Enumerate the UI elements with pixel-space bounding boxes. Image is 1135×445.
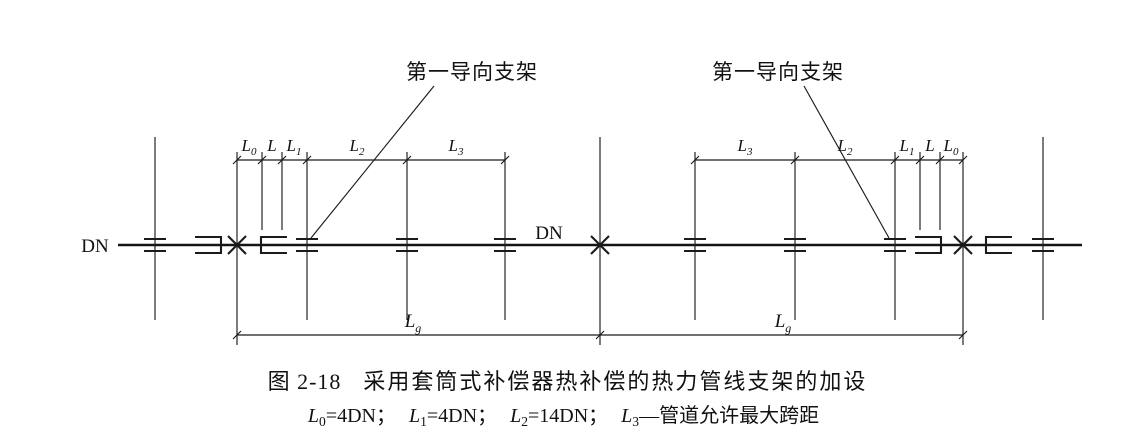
figure-caption: 图 2-18 采用套筒式补偿器热补偿的热力管线支架的加设 [0,364,1135,396]
formula-subscript: 3 [632,413,640,429]
formula-base: L [307,405,320,427]
dim-label-l1-right: L1 [899,136,915,158]
formula-subscript: 0 [319,413,326,429]
dim-label-l-left: L [266,136,276,155]
dim-label-l2-right: L2 [837,136,853,158]
dim-label-l-right: L [924,136,934,155]
formula-term-l2: L2=14DN； [510,405,609,429]
callout-leaders [310,85,890,239]
callout-first-guide-support-left: 第一导向支架 [406,60,538,84]
dim-label-l2-left: L2 [349,136,365,158]
leader-line-left [310,85,435,239]
dn-label-left: DN [81,236,109,257]
dim-label-lg-right: Lg [774,311,792,335]
formula-base: L [621,405,633,427]
formula-value: =4DN； [426,405,498,427]
figure-title: 采用套筒式补偿器热补偿的热力管线支架的加设 [363,369,868,394]
formula-term-l0: L0=4DN； [307,405,396,429]
callout-first-guide-support-right: 第一导向支架 [712,60,844,84]
formula-base: L [408,405,421,427]
leader-line-right [803,85,890,239]
figure-number: 图 2-18 [267,369,342,394]
formula-term-l1: L1=4DN； [408,405,498,429]
formula-base: L [510,405,522,427]
formula-value: =4DN； [325,405,396,427]
figure-formula: L0=4DN； L1=4DN； L2=14DN； L3—管道允许最大跨距 [0,399,1135,430]
formula-value: =14DN； [528,405,609,427]
dim-label-l1-left: L1 [286,136,302,158]
formula-term-l3: L3—管道允许最大跨距 [621,405,820,429]
dim-label-l3-right: L3 [737,136,753,158]
dim-label-l3-left: L3 [448,136,464,158]
dim-label-l0-right: L0 [943,136,959,158]
formula-subscript: 1 [420,413,427,429]
formula-value: —管道允许最大跨距 [639,405,820,427]
formula-subscript: 2 [521,413,528,429]
dim-label-l0-left: L0 [241,136,257,158]
dim-label-lg-left: Lg [404,311,422,335]
vertical-extension-lines [154,137,1044,345]
dimension-ticks [232,155,968,340]
dn-label-mid: DN [535,223,563,244]
